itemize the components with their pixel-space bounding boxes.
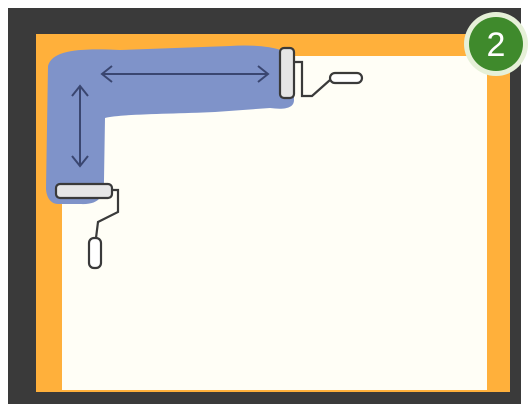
painted-area xyxy=(46,45,294,205)
vertical-stroke-arrow-icon xyxy=(71,84,89,168)
step-badge: 2 xyxy=(464,12,528,76)
top-paint-roller-icon xyxy=(278,46,364,100)
step-badge-number: 2 xyxy=(487,26,506,64)
left-paint-roller-icon xyxy=(54,182,120,270)
horizontal-stroke-arrow-icon xyxy=(100,65,270,83)
step-badge-circle xyxy=(469,17,523,71)
